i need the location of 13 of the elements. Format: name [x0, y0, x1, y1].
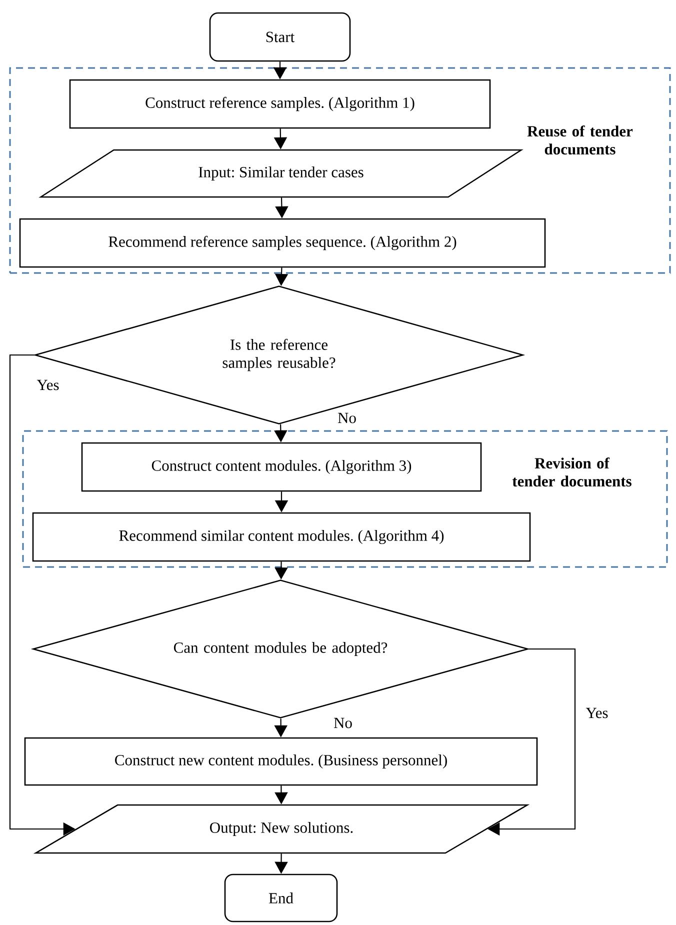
- process-box: Construct content modules. (Algorithm 3): [81, 442, 482, 492]
- edge-label: Yes: [36, 378, 60, 392]
- terminal-box: End: [224, 874, 338, 922]
- group-heading: Reuse of tender documents: [527, 125, 633, 155]
- edge-label: No: [336, 412, 358, 424]
- terminal-box: Start: [209, 12, 351, 62]
- process-box: Construct reference samples. (Algorithm 1): [69, 79, 491, 129]
- group-heading: Revision of tender documents: [512, 457, 632, 487]
- process-box: Construct new content modules. (Business personnel): [24, 737, 538, 786]
- edge-label: No: [332, 716, 354, 730]
- process-box: Recommend similar content modules. (Algorithm 4): [32, 512, 531, 562]
- edge-label: Yes: [584, 706, 610, 720]
- process-box: Recommend reference samples sequence. (Algorithm 2): [19, 218, 546, 268]
